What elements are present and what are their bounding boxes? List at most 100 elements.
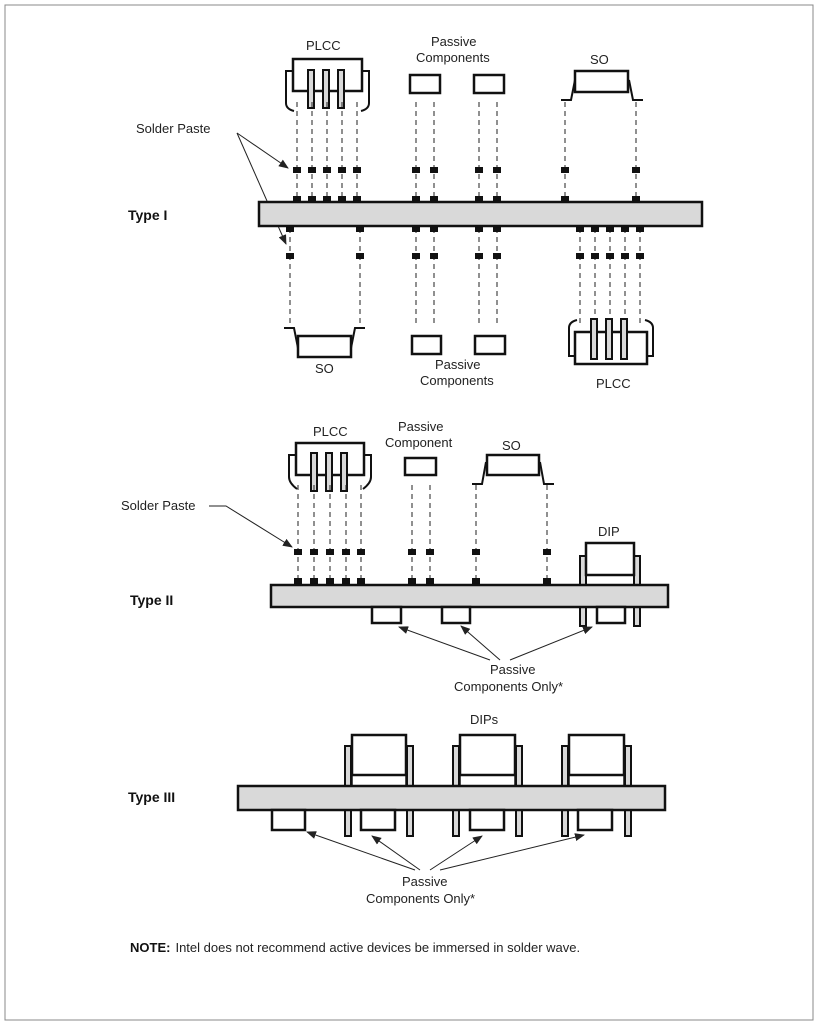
passive-only-label: Passive [490,662,536,677]
type-1-label: Type I [128,207,167,223]
solder-paste-pad [430,226,438,232]
solder-paste-pad [543,549,551,555]
so-label-bottom: SO [315,361,334,376]
solder-paste-pad [326,578,334,584]
passive-component [472,73,506,95]
solder-paste-pad [408,578,416,584]
solder-paste-pad [493,253,501,259]
pointer-arrow [306,831,416,871]
passive-label: Passive [398,419,444,434]
note: NOTE:Intel does not recommend active dev… [130,940,580,955]
passive-component [408,73,442,95]
solder-paste-pad [353,196,361,202]
solder-paste-pad [430,167,438,173]
solder-paste-pad [293,196,301,202]
solder-paste-pad [286,253,294,259]
pcb-board [257,200,704,228]
solder-paste-pad [412,226,420,232]
passive-component-bottom [370,605,403,625]
solder-paste-pad [357,549,365,555]
solder-paste-pad [412,167,420,173]
passive-label-bottom: Passive [435,357,481,372]
frame-border [4,4,814,1021]
solder-paste-pad [323,167,331,173]
so-label: SO [590,52,609,67]
solder-paste-pad [308,167,316,173]
passive-component-bottom [468,808,506,832]
dip-base [459,774,516,787]
so-component-bottom [284,327,365,359]
solder-paste-pad [493,167,501,173]
solder-paste-pad [606,253,614,259]
solder-paste-pad [561,196,569,202]
passive-component-bottom [440,605,472,625]
dip-label: DIP [598,524,620,539]
plcc-label: PLCC [313,424,348,439]
solder-paste-pad [472,578,480,584]
solder-paste-pad [591,226,599,232]
pcb-board [236,784,667,812]
solder-paste-pad [576,226,584,232]
dip-base [568,774,625,787]
components-label-bottom: Components [420,373,494,388]
solder-paste-pad [353,167,361,173]
solder-paste-arrow [236,132,289,169]
note-text: Intel does not recommend active devices … [175,940,580,955]
passive-component-bottom [576,808,614,832]
plcc-component [285,57,370,112]
solder-paste-pad [326,549,334,555]
passive-component [403,456,438,477]
solder-paste-pad [338,167,346,173]
solder-paste-pad [293,167,301,173]
passive-component-bottom [473,334,507,356]
solder-paste-pad [408,549,416,555]
pcb-board [269,583,670,609]
pointer-arrow [439,833,585,871]
components-only-label: Components Only* [366,891,475,906]
components-label: Components [416,50,490,65]
solder-paste-pad [294,549,302,555]
so-label: SO [502,438,521,453]
solder-paste-pad [342,549,350,555]
pointer-arrow [429,835,483,871]
passive-component-bottom [410,334,443,356]
passive-component-bottom [595,605,627,625]
solder-paste-pad [338,196,346,202]
solder-paste-pad [543,578,551,584]
solder-paste-pad [356,226,364,232]
solder-paste-pad [621,226,629,232]
solder-paste-pad [286,226,294,232]
pointer-arrow [398,626,491,661]
solder-paste-pad [412,253,420,259]
solder-paste-pad [357,578,365,584]
passive-only-label: Passive [402,874,448,889]
solder-paste-pad [308,196,316,202]
so-component [472,453,554,485]
type-3-label: Type III [128,789,175,805]
solder-paste-pad [561,167,569,173]
solder-paste-pad [430,196,438,202]
dips-label: DIPs [470,712,499,727]
dip-body [350,733,408,777]
component-label: Component [385,435,453,450]
components-only-label: Components Only* [454,679,563,694]
solder-paste-pad [636,253,644,259]
type-2-label: Type II [130,592,173,608]
passive-label: Passive [431,34,477,49]
so-component [561,69,643,101]
solder-paste-pad [472,549,480,555]
solder-paste-pad [493,196,501,202]
solder-paste-pad [426,549,434,555]
pointer-arrow [460,625,501,661]
solder-paste-pad [342,578,350,584]
solder-paste-pad [430,253,438,259]
solder-paste-pad [493,226,501,232]
solder-paste-pad [636,226,644,232]
solder-paste-pad [576,253,584,259]
solder-paste-pad [426,578,434,584]
solder-paste-pad [310,549,318,555]
dip-body [458,733,517,777]
solder-paste-pad [412,196,420,202]
solder-paste-pad [310,578,318,584]
